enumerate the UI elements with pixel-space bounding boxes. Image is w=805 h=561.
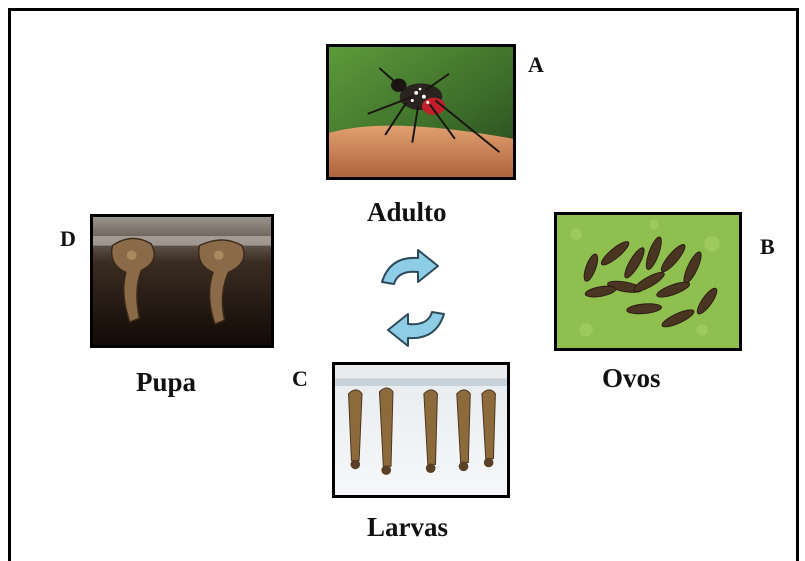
- stage-letter-d: D: [60, 226, 76, 252]
- stage-letter-a: A: [528, 52, 544, 78]
- pupa-image: [90, 214, 274, 348]
- stage-label-larvas: Larvas: [367, 512, 448, 543]
- stage-letter-b: B: [760, 234, 775, 260]
- stage-label-adulto: Adulto: [367, 197, 447, 228]
- stage-label-pupa: Pupa: [136, 367, 196, 398]
- stage-letter-c: C: [292, 366, 308, 392]
- stage-label-ovos: Ovos: [602, 363, 661, 394]
- eggs-image: [554, 212, 742, 351]
- adult-mosquito-image: [326, 44, 516, 180]
- cycle-arrows-icon: [368, 248, 458, 348]
- larvae-image: [332, 362, 510, 498]
